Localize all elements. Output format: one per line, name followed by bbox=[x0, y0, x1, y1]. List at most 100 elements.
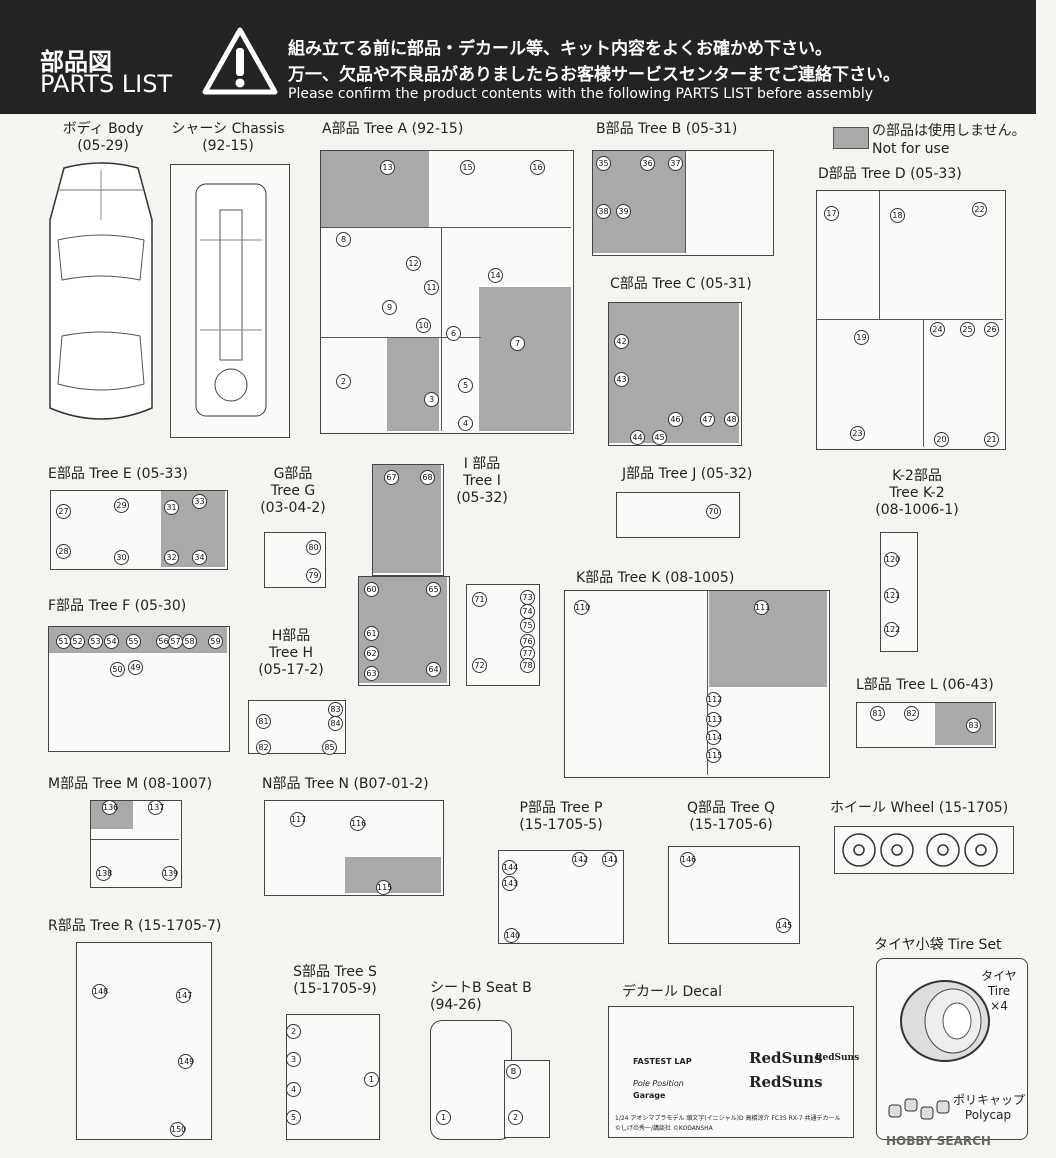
part-number-treeP-144: 144 bbox=[502, 860, 518, 875]
part-number-treeP-143: 143 bbox=[502, 876, 518, 891]
notice-en: Please confirm the product contents with… bbox=[288, 86, 873, 102]
label-chassis: シャーシ Chassis(92-15) bbox=[171, 121, 285, 154]
part-number-treeD-25: 25 bbox=[960, 322, 975, 337]
polycap-icon bbox=[888, 1098, 950, 1120]
part-number-treeD-17: 17 bbox=[824, 206, 839, 221]
notice-jp-2: 万一、欠品や不良品がありましたらお客様サービスセンターまでご連絡下さい。 bbox=[288, 65, 900, 85]
part-number-treeF-51: 51 bbox=[56, 634, 71, 649]
part-number-treeH-83: 83 bbox=[328, 702, 343, 717]
part-number-treeM-136: 136 bbox=[102, 800, 118, 815]
seat-b-side bbox=[504, 1060, 550, 1138]
warning-icon bbox=[202, 27, 278, 95]
part-number-treeK-114: 114 bbox=[706, 730, 722, 745]
label-tree-p: P部品 Tree P(15-1705-5) bbox=[519, 800, 603, 833]
part-number-treeK-112: 112 bbox=[706, 692, 722, 707]
part-number-treeS-2: 2 bbox=[286, 1024, 301, 1039]
part-number-treeA-16: 16 bbox=[530, 160, 545, 175]
part-number-treeK-110: 110 bbox=[574, 600, 590, 615]
part-number-treeA-4: 4 bbox=[458, 416, 473, 431]
part-number-treeA-13: 13 bbox=[380, 160, 395, 175]
part-number-treeL-81: 81 bbox=[870, 706, 885, 721]
title-en: PARTS LIST bbox=[40, 70, 173, 98]
decal-redsuns-1: RedSuns bbox=[749, 1049, 823, 1067]
decal-footer-2: ©しげの秀一/講談社 ©KODANSHA bbox=[615, 1125, 713, 1132]
part-number-treeA-12: 12 bbox=[406, 256, 421, 271]
title-jp: 部品図 bbox=[40, 48, 112, 76]
part-number-treeK2-122: 122 bbox=[884, 622, 900, 637]
part-number-treeF-54: 54 bbox=[104, 634, 119, 649]
part-number-treeK-111: 111 bbox=[754, 600, 770, 615]
part-number-treeM-137: 137 bbox=[148, 800, 164, 815]
part-number-treeS-5: 5 bbox=[286, 1110, 301, 1125]
decal-fastest-lap: FASTEST LAP bbox=[633, 1057, 692, 1066]
decal-sheet: RedSuns RedSuns RedSuns FASTEST LAP Pole… bbox=[608, 1006, 859, 1138]
part-number-treeC-42: 42 bbox=[614, 334, 629, 349]
label-tree-b: B部品 Tree B (05-31) bbox=[596, 121, 738, 137]
part-number-treeE-29: 29 bbox=[114, 498, 129, 513]
part-number-treeF-55: 55 bbox=[126, 634, 141, 649]
part-number-treeI-71: 71 bbox=[472, 592, 487, 607]
part-number-seatB-1: 1 bbox=[436, 1110, 451, 1125]
part-number-treeG-79: 79 bbox=[306, 568, 321, 583]
part-number-treeI-67: 67 bbox=[384, 470, 399, 485]
part-number-treeB-39: 39 bbox=[616, 204, 631, 219]
part-number-treeF-59: 59 bbox=[208, 634, 223, 649]
part-number-treeC-48: 48 bbox=[724, 412, 739, 427]
part-number-treeC-43: 43 bbox=[614, 372, 629, 387]
part-number-treeS-4: 4 bbox=[286, 1082, 301, 1097]
legend-en: Not for use bbox=[872, 141, 950, 157]
label-tree-l: L部品 Tree L (06-43) bbox=[856, 677, 994, 693]
tree-d bbox=[816, 190, 1006, 450]
part-number-treeG-80: 80 bbox=[306, 540, 321, 555]
part-number-treeA-3: 3 bbox=[424, 392, 439, 407]
part-number-treeF-49: 49 bbox=[128, 660, 143, 675]
part-number-treeI-64: 64 bbox=[426, 662, 441, 677]
part-number-treeE-30: 30 bbox=[114, 550, 129, 565]
part-number-treeE-28: 28 bbox=[56, 544, 71, 559]
part-number-treeH-85: 85 bbox=[322, 740, 337, 755]
part-number-treeF-57: 57 bbox=[168, 634, 183, 649]
part-number-treeD-26: 26 bbox=[984, 322, 999, 337]
wheels-drawing bbox=[842, 833, 998, 867]
tree-r bbox=[76, 942, 212, 1140]
part-number-treeH-82: 82 bbox=[256, 740, 271, 755]
label-tree-r: R部品 Tree R (15-1705-7) bbox=[48, 918, 222, 934]
part-number-treeB-37: 37 bbox=[668, 156, 683, 171]
tree-k bbox=[564, 590, 830, 778]
part-number-treeC-46: 46 bbox=[668, 412, 683, 427]
part-number-treeB-35: 35 bbox=[596, 156, 611, 171]
chassis-drawing bbox=[195, 183, 267, 417]
part-number-treeI-63: 63 bbox=[364, 666, 379, 681]
part-number-treeD-22: 22 bbox=[972, 202, 987, 217]
label-tree-e: E部品 Tree E (05-33) bbox=[48, 466, 188, 482]
label-tree-k: K部品 Tree K (08-1005) bbox=[576, 570, 735, 586]
part-number-treeD-18: 18 bbox=[890, 208, 905, 223]
legend-text: の部品は使用しません。 Not for use bbox=[872, 122, 1026, 158]
part-number-treeB-36: 36 bbox=[640, 156, 655, 171]
label-decal: デカール Decal bbox=[622, 984, 723, 1000]
part-number-treeA-6: 6 bbox=[446, 326, 461, 341]
part-number-treeI-68: 68 bbox=[420, 470, 435, 485]
label-tree-q: Q部品 Tree Q(15-1705-6) bbox=[686, 800, 776, 833]
tree-i-top bbox=[372, 464, 444, 576]
part-number-treeA-8: 8 bbox=[336, 232, 351, 247]
part-number-treeD-23: 23 bbox=[850, 426, 865, 441]
part-number-treeA-15: 15 bbox=[460, 160, 475, 175]
header-banner: 部品図 PARTS LIST 組み立てる前に部品・デカール等、キット内容をよくお… bbox=[0, 0, 1036, 114]
label-tree-j: J部品 Tree J (05-32) bbox=[622, 466, 753, 482]
part-number-treeI-78: 78 bbox=[520, 658, 535, 673]
legend-swatch bbox=[833, 127, 869, 149]
part-number-treeE-32: 32 bbox=[164, 550, 179, 565]
label-tree-m: M部品 Tree M (08-1007) bbox=[48, 776, 213, 792]
part-number-treeQ-145: 145 bbox=[776, 918, 792, 933]
part-number-treeC-44: 44 bbox=[630, 430, 645, 445]
part-number-treeE-33: 33 bbox=[192, 494, 207, 509]
part-number-treeQ-146: 146 bbox=[680, 852, 696, 867]
label-seat-b: シートB Seat B(94-26) bbox=[430, 980, 532, 1013]
